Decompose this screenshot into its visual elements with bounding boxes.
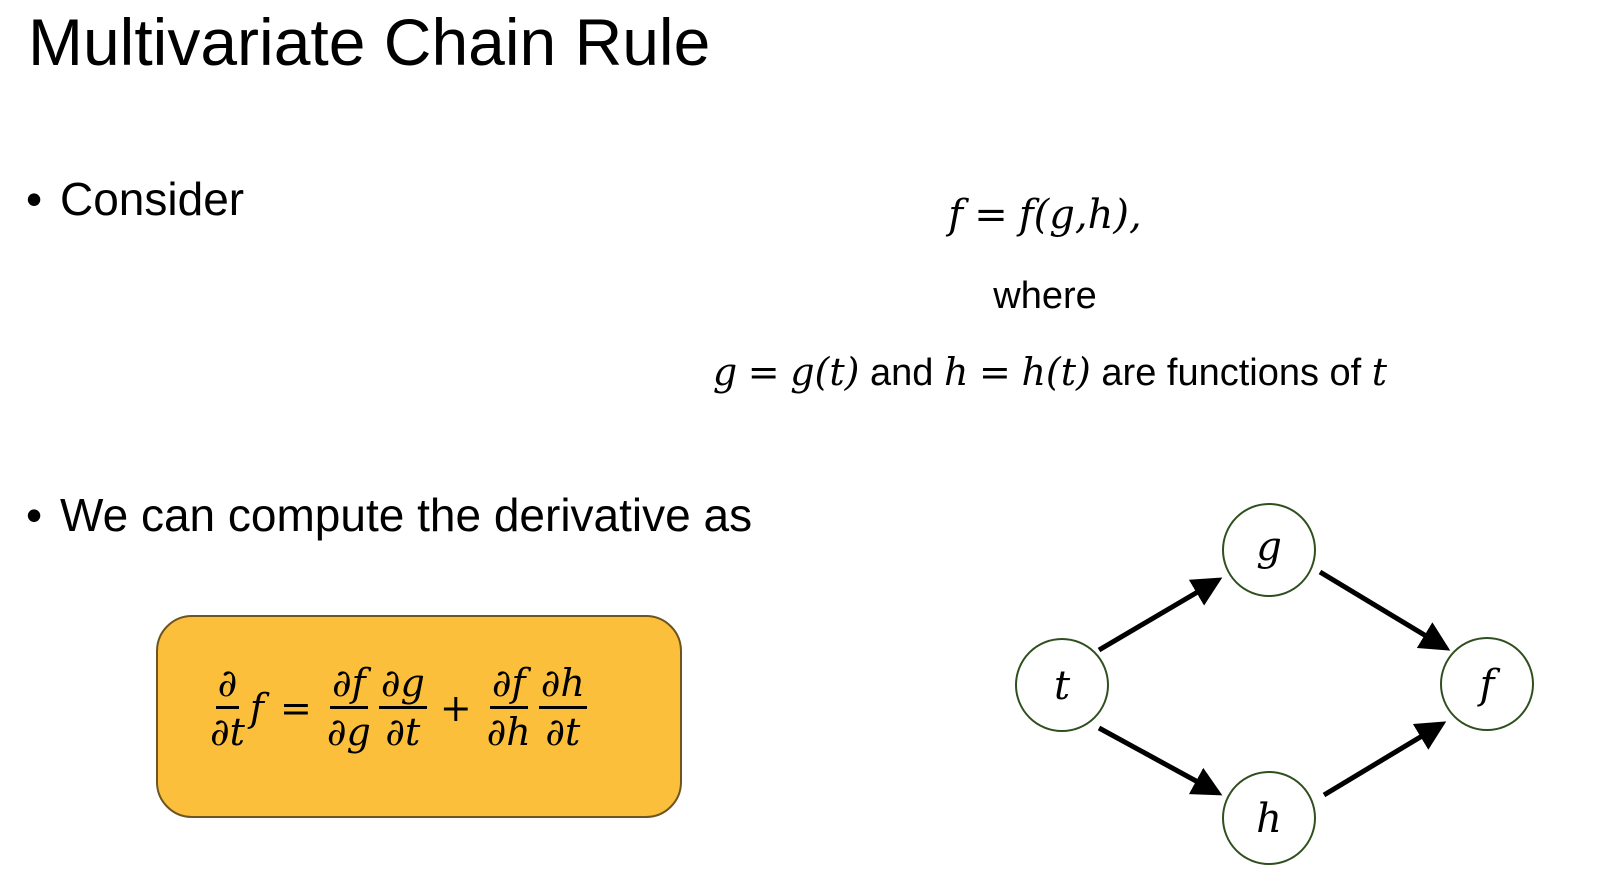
fraction-dh-dt: ∂h∂t xyxy=(538,660,587,755)
denominator: ∂t xyxy=(210,710,245,754)
numerator: ∂ xyxy=(215,660,240,709)
chain-rule-formula: ∂∂t f = ∂f∂g ∂g∂t + ∂f∂h ∂h∂t xyxy=(205,660,590,755)
math-h: h xyxy=(943,350,969,394)
node-label-g: g xyxy=(1256,524,1282,570)
and-text: and xyxy=(870,352,934,394)
where-text: where xyxy=(993,275,1097,317)
numerator: ∂f xyxy=(329,660,368,709)
denominator: ∂g xyxy=(326,710,371,754)
math-eq: = xyxy=(747,350,780,394)
math-f: f xyxy=(249,685,264,730)
numerator: ∂g xyxy=(378,660,427,709)
denominator: ∂t xyxy=(385,710,421,754)
math-eq: = xyxy=(280,685,312,730)
node-t xyxy=(1015,638,1109,732)
edge-h-f xyxy=(1322,721,1447,798)
denominator: ∂t xyxy=(545,710,581,754)
edge-t-h xyxy=(1097,725,1223,796)
edge-t-g xyxy=(1097,577,1223,653)
numerator: ∂f xyxy=(489,660,528,709)
equation-f-of-g-h: f = f(g,h), xyxy=(845,192,1245,238)
bullet-derivative: • We can compute the derivative as xyxy=(26,488,752,542)
math-t: t xyxy=(1371,350,1388,394)
math-plus: + xyxy=(439,685,472,730)
math-eq: = xyxy=(974,192,1008,238)
math-f: f xyxy=(948,192,964,238)
math-g-of-t: g(t) xyxy=(790,350,860,394)
formula-box xyxy=(156,615,682,818)
math-g: g xyxy=(712,350,738,394)
node-g xyxy=(1222,503,1316,597)
fraction-df-dh: ∂f∂h xyxy=(485,660,533,755)
bullet-dot: • xyxy=(26,173,43,225)
edge-g-f xyxy=(1318,569,1451,651)
bullet-consider: • Consider xyxy=(26,172,244,226)
bullet-dot: • xyxy=(26,489,43,541)
math-eq: = xyxy=(979,350,1011,394)
node-h xyxy=(1222,771,1316,865)
node-f xyxy=(1440,637,1534,731)
node-label-t: t xyxy=(1054,663,1071,709)
denominator: ∂h xyxy=(486,710,531,754)
fraction-df-dg: ∂f∂g xyxy=(325,660,373,755)
fraction-dg-dt: ∂g∂t xyxy=(378,660,427,755)
bullet-text: We can compute the derivative as xyxy=(60,489,753,541)
equation-g-h-of-t: g = g(t) and h = h(t) are functions of t xyxy=(620,350,1480,395)
node-label-h: h xyxy=(1256,796,1282,842)
fraction-d-dt: ∂∂t xyxy=(208,660,247,755)
math-rhs: f(g,h), xyxy=(1018,192,1142,238)
numerator: ∂h xyxy=(538,660,587,709)
functions-of-text: are functions of xyxy=(1101,352,1362,394)
bullet-text: Consider xyxy=(60,173,245,225)
math-h-of-t: h(t) xyxy=(1021,350,1091,394)
slide-title: Multivariate Chain Rule xyxy=(28,5,711,79)
